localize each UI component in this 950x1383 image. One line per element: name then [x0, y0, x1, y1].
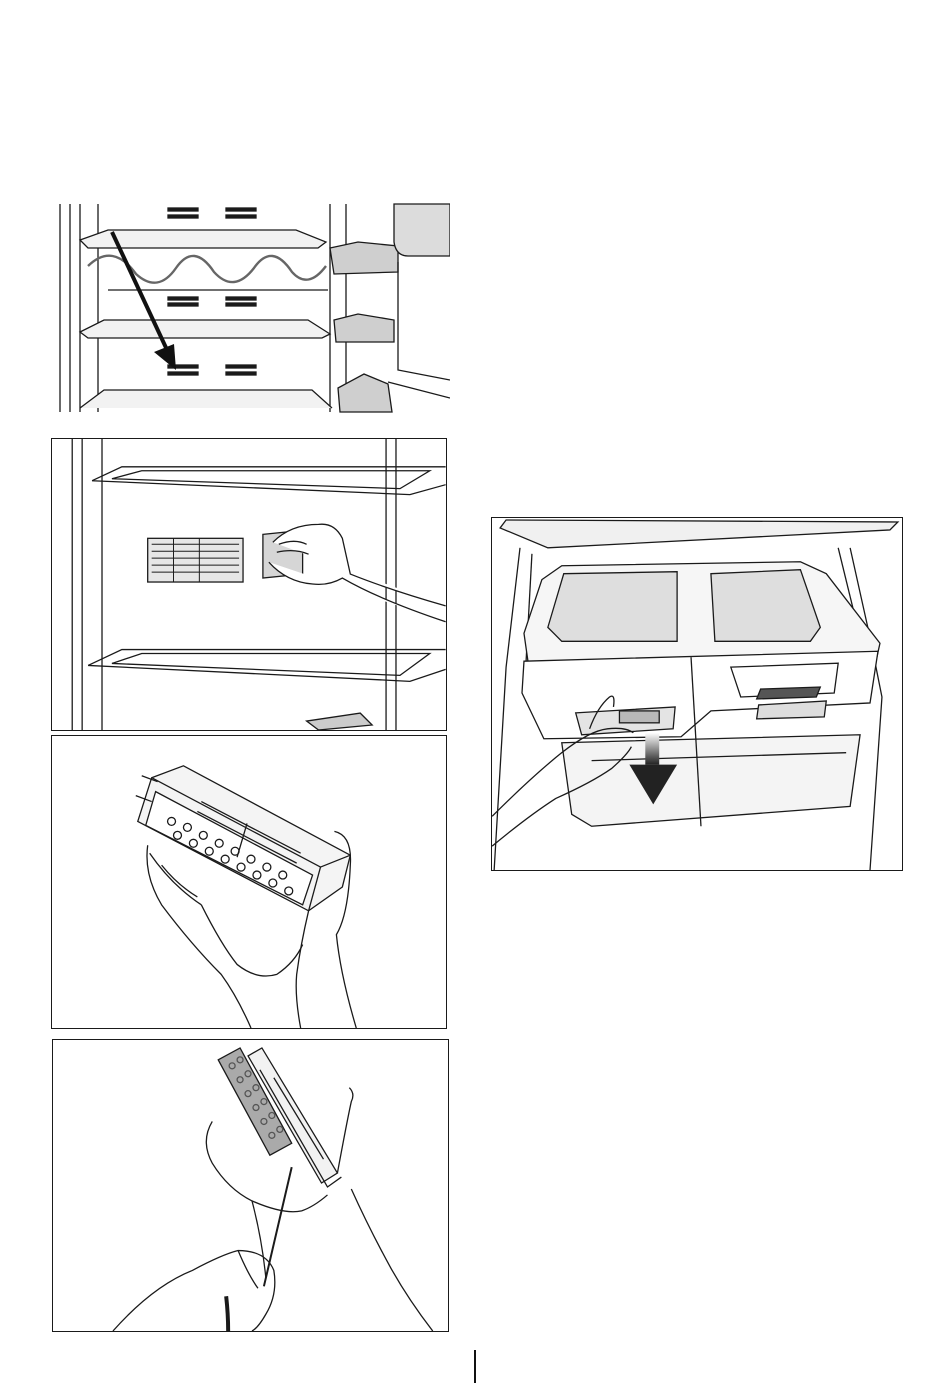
shelf-move-drawing	[58, 202, 450, 414]
filter-removal-illustration	[51, 438, 447, 731]
filter-opening-illustration	[52, 1039, 449, 1332]
filter-opening-drawing	[53, 1040, 448, 1331]
crisper-drawer-drawing	[492, 518, 902, 870]
filter-in-hands-drawing	[52, 736, 446, 1028]
page-divider	[474, 1350, 476, 1383]
filter-removal-drawing	[52, 439, 446, 730]
shelf-move-illustration	[58, 202, 450, 414]
crisper-drawer-illustration	[491, 517, 903, 871]
filter-in-hands-illustration	[51, 735, 447, 1029]
